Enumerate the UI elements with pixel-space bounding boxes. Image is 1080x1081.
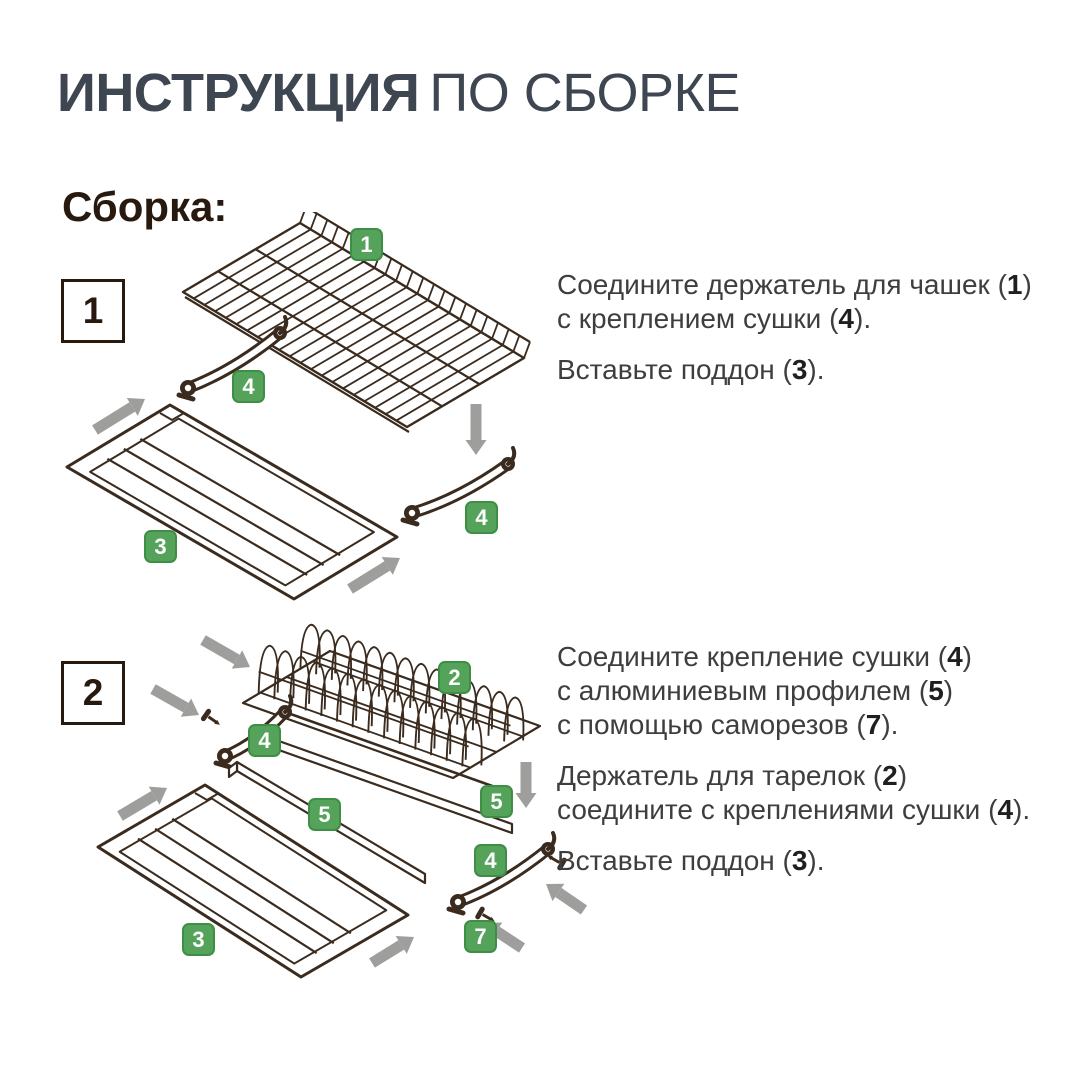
step-2-exploded-view xyxy=(96,623,588,979)
direction-arrow-icon xyxy=(369,935,414,968)
direction-arrow-icon xyxy=(150,684,199,717)
mount-bracket-drawing xyxy=(446,831,557,916)
step-1-exploded-view xyxy=(65,206,531,601)
mount-bracket-drawing xyxy=(213,694,294,770)
part-badge-plate-rack: 2 xyxy=(438,661,471,694)
screw-drawing xyxy=(200,708,220,725)
part-badge-bracket-a: 4 xyxy=(232,370,265,403)
plate-rack-drawing xyxy=(241,623,542,789)
step-1-number-box: 1 xyxy=(61,279,125,343)
instruction-paragraph: Вставьте поддон (3). xyxy=(557,845,825,876)
instruction-paragraph: Соедините крепление сушки (4)с алюминиев… xyxy=(557,641,972,740)
part-badge-profile-a: 5 xyxy=(308,798,341,831)
instruction-paragraph: Соедините держатель для чашек (1)с крепл… xyxy=(557,269,1032,334)
direction-arrow-icon xyxy=(347,556,400,594)
part-badge-profile-b: 5 xyxy=(480,785,513,818)
part-badge-tray: 3 xyxy=(182,923,215,956)
page-title-bold: ИНСТРУКЦИЯ xyxy=(57,63,420,123)
part-badge-bracket-b: 4 xyxy=(465,501,498,534)
part-badge-bracket-a: 4 xyxy=(248,724,281,757)
drip-tray-drawing xyxy=(65,403,399,601)
step-1-instructions: Соедините держатель для чашек (1)с крепл… xyxy=(557,268,1077,404)
step-2-number-box: 2 xyxy=(61,661,125,725)
instruction-paragraph: Вставьте поддон (3). xyxy=(557,354,825,385)
direction-arrow-icon xyxy=(200,635,250,669)
drip-tray-drawing xyxy=(96,783,410,979)
part-badge-cup-rack: 1 xyxy=(350,228,383,261)
screw-drawing xyxy=(475,906,495,922)
aluminum-profile-drawing xyxy=(227,760,427,885)
aluminum-profile-drawing xyxy=(266,738,514,835)
assembly-heading: Сборка: xyxy=(62,183,228,230)
part-badge-tray: 3 xyxy=(144,530,177,563)
step-2-diagram: 2 4 5 5 3 4 7 xyxy=(80,612,620,1015)
step-2-number: 2 xyxy=(82,672,104,713)
direction-arrow-icon xyxy=(117,786,167,821)
direction-arrow-icon xyxy=(465,404,487,455)
direction-arrow-icon xyxy=(484,922,526,953)
direction-arrow-icon xyxy=(515,762,537,808)
direction-arrow-icon xyxy=(92,397,145,435)
mount-bracket-drawing xyxy=(176,315,289,402)
part-badge-bracket-b: 4 xyxy=(474,844,507,877)
step-2-instructions: Соедините крепление сушки (4)с алюминиев… xyxy=(557,640,1077,895)
cup-rack-drawing xyxy=(181,206,531,433)
page-title-light: ПО СБОРКЕ xyxy=(429,63,741,123)
step-1-diagram: 1 4 3 4 xyxy=(60,206,560,622)
step-1-number: 1 xyxy=(82,290,104,331)
part-badge-screw: 7 xyxy=(464,920,497,953)
mount-bracket-drawing xyxy=(400,446,517,527)
instruction-paragraph: Держатель для тарелок (2)соедините с кре… xyxy=(557,760,1031,825)
